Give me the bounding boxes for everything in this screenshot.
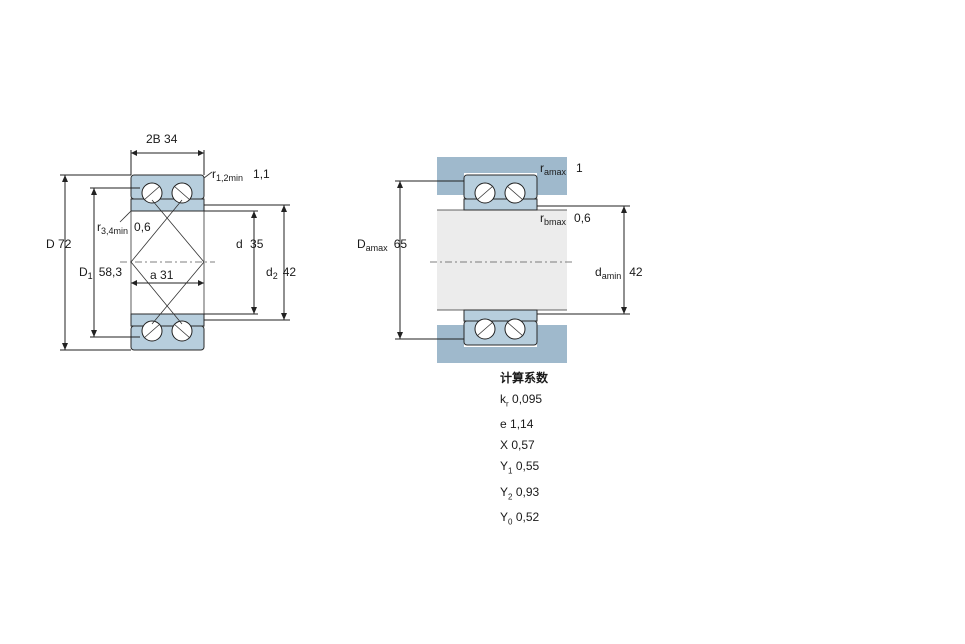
y1-row: Y1 0,55 xyxy=(500,456,548,481)
e-value: 1,14 xyxy=(510,417,534,432)
r34-value: 0,6 xyxy=(134,220,151,234)
ra-symbol: r xyxy=(540,161,544,175)
rb-value: 0,6 xyxy=(574,211,591,225)
ra-sub: amax xyxy=(544,167,567,177)
D-value: 72 xyxy=(58,237,72,251)
width-label: 2B xyxy=(146,132,161,146)
housing-bottom xyxy=(437,347,567,363)
calculation-factors: 计算系数 kr 0,095 e 1,14 X 0,57 Y1 0,55 Y2 0… xyxy=(500,368,548,533)
Y2-symbol: Y xyxy=(500,484,509,499)
y2-row: Y2 0,93 xyxy=(500,482,548,507)
D1-value: 58,3 xyxy=(99,265,123,279)
Da-value: 65 xyxy=(394,237,408,251)
ra-value: 1 xyxy=(576,161,583,175)
y0-row: Y0 0,52 xyxy=(500,507,548,532)
svg-text:d 35: d 35 xyxy=(236,237,264,251)
kr-row: kr 0,095 xyxy=(500,389,548,414)
Y2-sub: 2 xyxy=(508,492,513,502)
Y1-sub: 1 xyxy=(508,466,513,476)
D1-sub: 1 xyxy=(88,271,93,281)
svg-text:D 72: D 72 xyxy=(46,237,72,251)
shaft xyxy=(437,210,567,310)
e-row: e 1,14 xyxy=(500,414,548,435)
e-symbol: e xyxy=(500,417,507,432)
top-inner-ring xyxy=(130,198,205,212)
kr-symbol: k xyxy=(500,392,506,406)
r34-symbol: r xyxy=(97,220,101,234)
X-symbol: X xyxy=(500,438,509,453)
r12-value: 1,1 xyxy=(253,167,270,181)
d2-value: 42 xyxy=(283,265,297,279)
Y0-sub: 0 xyxy=(508,517,513,527)
D1-symbol: D xyxy=(79,265,88,279)
da-sub: amin xyxy=(602,271,622,281)
svg-text:a 31: a 31 xyxy=(150,268,174,282)
rb-symbol: r xyxy=(540,211,544,225)
bottom-inner-ring xyxy=(130,313,205,327)
Y2-value: 0,93 xyxy=(515,484,540,499)
Y1-value: 0,55 xyxy=(515,459,540,474)
d2-sub: 2 xyxy=(273,271,278,281)
width-value: 34 xyxy=(164,132,178,146)
Y1-symbol: Y xyxy=(500,459,509,474)
kr-value: 0,095 xyxy=(512,392,543,406)
d2-symbol: d xyxy=(266,265,273,279)
D-label: D xyxy=(46,237,55,251)
Da-symbol: D xyxy=(357,237,366,251)
rb-sub: bmax xyxy=(544,217,567,227)
calculation-title: 计算系数 xyxy=(500,371,549,385)
Y0-value: 0,52 xyxy=(515,510,540,525)
svg-text:2B 34: 2B 34 xyxy=(146,132,178,146)
r12-symbol: r xyxy=(212,167,216,181)
x-row: X 0,57 xyxy=(500,435,548,456)
r34-sub: 3,4min xyxy=(101,226,128,236)
d-label: d xyxy=(236,237,243,251)
d-value: 35 xyxy=(250,237,264,251)
Da-sub: amax xyxy=(366,243,389,253)
a-value: 31 xyxy=(160,268,174,282)
r12-sub: 1,2min xyxy=(216,173,243,183)
da-value: 42 xyxy=(629,265,643,279)
X-value: 0,57 xyxy=(511,438,535,453)
kr-sub: r xyxy=(506,399,509,409)
da-symbol: d xyxy=(595,265,602,279)
Y0-symbol: Y xyxy=(500,510,509,525)
a-label: a xyxy=(150,268,157,282)
housing-top xyxy=(437,157,567,173)
